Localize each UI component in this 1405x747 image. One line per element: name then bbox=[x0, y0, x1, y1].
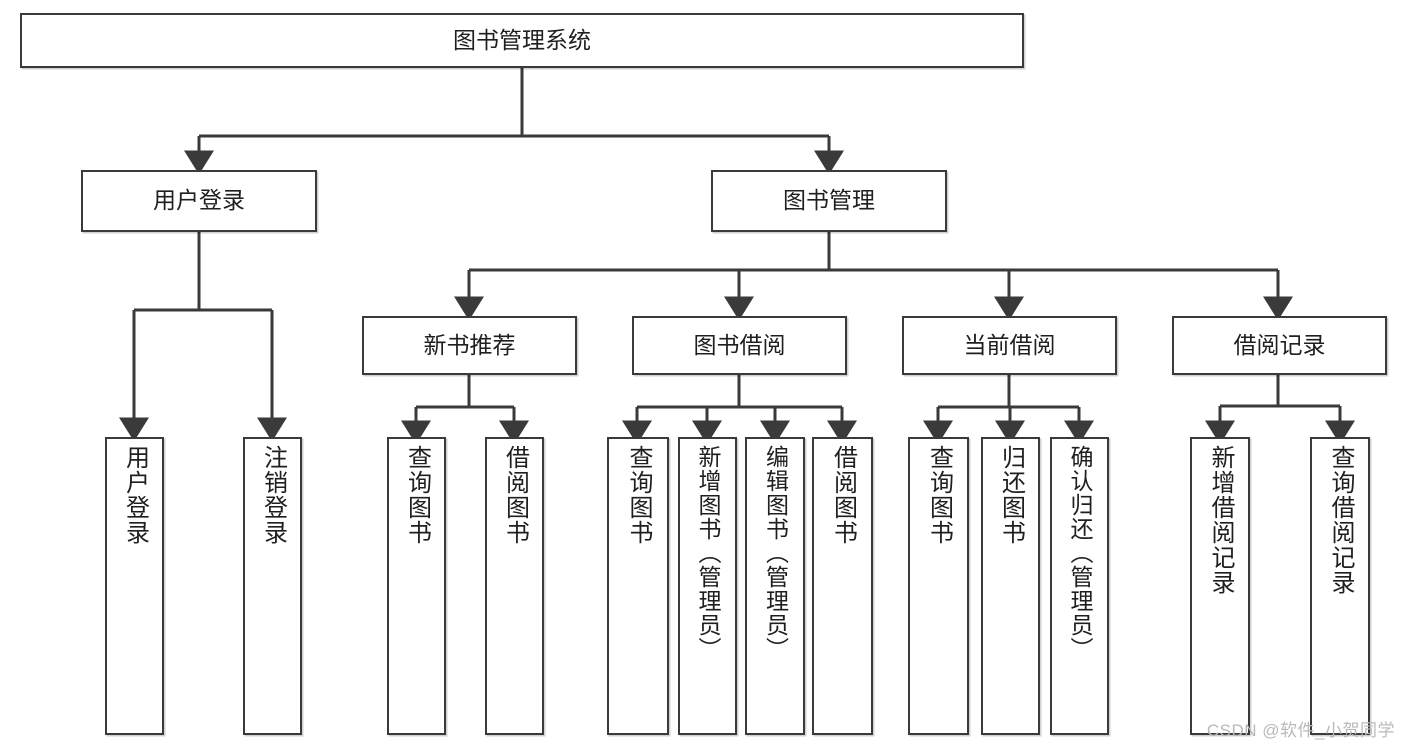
leaf-confirm-return-admin[interactable]: 确认归还（管理员） bbox=[1050, 437, 1109, 735]
leaf-add-borrow-record-label: 新增借阅记录 bbox=[1207, 445, 1234, 595]
leaf-add-book-admin-label: 新增图书（管理员） bbox=[695, 445, 721, 661]
leaf-add-book-admin[interactable]: 新增图书（管理员） bbox=[678, 437, 737, 735]
leaf-query-book-nbr[interactable]: 查询图书 bbox=[387, 437, 446, 735]
watermark: CSDN @软件_小贺同学 bbox=[1206, 721, 1395, 740]
leaf-borrow-book-bb-label: 借阅图书 bbox=[829, 445, 857, 545]
leaf-borrow-book-bb[interactable]: 借阅图书 bbox=[812, 437, 873, 735]
leaf-query-borrow-record-label: 查询借阅记录 bbox=[1327, 445, 1354, 595]
leaf-query-book-cb[interactable]: 查询图书 bbox=[908, 437, 969, 735]
leaf-borrow-book-nbr-label: 借阅图书 bbox=[501, 445, 529, 545]
leaf-return-book-label: 归还图书 bbox=[997, 445, 1025, 545]
leaf-query-book-bb[interactable]: 查询图书 bbox=[607, 437, 669, 735]
leaf-logout[interactable]: 注销登录 bbox=[243, 437, 302, 735]
node-borrow-record[interactable]: 借阅记录 bbox=[1172, 316, 1387, 375]
leaf-add-borrow-record[interactable]: 新增借阅记录 bbox=[1190, 437, 1250, 735]
leaf-query-borrow-record[interactable]: 查询借阅记录 bbox=[1310, 437, 1370, 735]
node-user-login-label: 用户登录 bbox=[153, 187, 245, 214]
leaf-confirm-return-admin-label: 确认归还（管理员） bbox=[1067, 445, 1093, 661]
node-root-label: 图书管理系统 bbox=[453, 26, 591, 53]
node-new-book-recommend[interactable]: 新书推荐 bbox=[362, 316, 577, 375]
node-book-borrow-label: 图书借阅 bbox=[693, 331, 786, 358]
leaf-edit-book-admin[interactable]: 编辑图书（管理员） bbox=[745, 437, 805, 735]
leaf-edit-book-admin-label: 编辑图书（管理员） bbox=[762, 445, 789, 661]
leaf-query-book-nbr-label: 查询图书 bbox=[403, 445, 431, 545]
leaf-query-book-cb-label: 查询图书 bbox=[925, 445, 953, 545]
node-borrow-record-label: 借阅记录 bbox=[1233, 331, 1326, 358]
leaf-user-login[interactable]: 用户登录 bbox=[105, 437, 164, 735]
node-root[interactable]: 图书管理系统 bbox=[20, 13, 1024, 68]
leaf-logout-label: 注销登录 bbox=[259, 445, 287, 545]
leaf-return-book[interactable]: 归还图书 bbox=[981, 437, 1040, 735]
node-user-login[interactable]: 用户登录 bbox=[81, 170, 317, 232]
node-book-borrow[interactable]: 图书借阅 bbox=[632, 316, 847, 375]
node-current-borrow[interactable]: 当前借阅 bbox=[902, 316, 1117, 375]
node-current-borrow-label: 当前借阅 bbox=[963, 331, 1056, 358]
leaf-user-login-label: 用户登录 bbox=[121, 445, 149, 545]
node-new-book-recommend-label: 新书推荐 bbox=[423, 331, 516, 358]
leaf-query-book-bb-label: 查询图书 bbox=[625, 445, 652, 545]
node-book-management-label: 图书管理 bbox=[783, 187, 875, 214]
node-book-management[interactable]: 图书管理 bbox=[711, 170, 947, 232]
leaf-borrow-book-nbr[interactable]: 借阅图书 bbox=[485, 437, 544, 735]
